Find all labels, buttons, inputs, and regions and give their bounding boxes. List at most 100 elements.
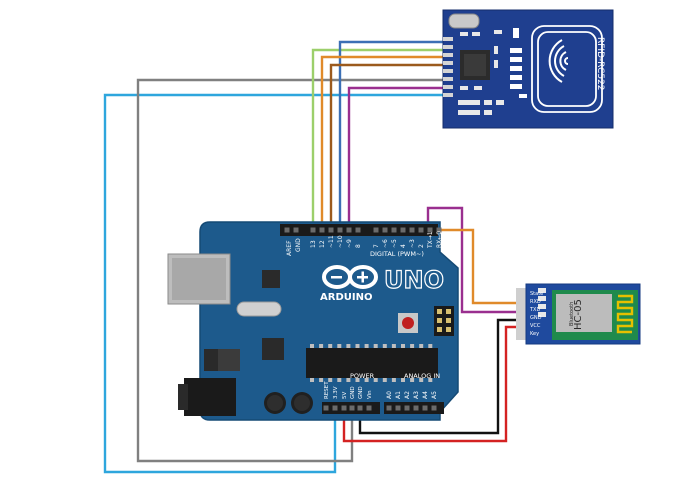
bt-pin-label: State	[530, 291, 543, 297]
digital-pin-label: RX←0	[436, 231, 443, 248]
digital-pin-label: 7	[373, 244, 380, 248]
wire-d13-to-rfid-light-green	[311, 48, 443, 233]
wire-d9-to-rfid-purple	[347, 86, 443, 233]
bt-components	[538, 288, 546, 317]
analog-label: ANALOG IN	[404, 372, 440, 380]
digital-pin-label: 8	[355, 244, 362, 248]
chip-leg	[337, 378, 342, 382]
bt-sublabel: Bluetooth	[569, 302, 575, 326]
wire-rx-to-bt-txd-purple	[426, 206, 520, 314]
chip-leg	[401, 378, 405, 382]
chip-leg	[410, 344, 415, 348]
analog-pin-label: A0	[386, 391, 393, 399]
digital-pin-hole	[310, 227, 316, 233]
chip-leg	[355, 378, 360, 382]
wires	[103, 40, 520, 474]
digital-pin-hole	[409, 227, 415, 233]
chip-leg	[364, 344, 369, 348]
digital-pin-hole	[373, 227, 379, 233]
rfid-components	[458, 30, 504, 115]
small-chip	[262, 338, 284, 360]
wire-d10-to-rfid-brown	[329, 63, 443, 233]
analog-pin-label: A1	[395, 391, 402, 399]
power-pin-label: 5V	[342, 392, 348, 399]
chip-leg	[391, 344, 396, 348]
digital-pin-label: ~11	[328, 235, 335, 248]
chip-leg	[382, 378, 387, 382]
rfid-module: RFID-RC522	[442, 9, 614, 129]
bt-antenna-trace	[616, 294, 634, 334]
rfid-crystal	[448, 13, 480, 29]
digital-pin-hole	[293, 227, 299, 233]
bottom-pin-hole	[422, 405, 428, 411]
digital-pin-hole	[400, 227, 406, 233]
bt-pin-label: RXD	[530, 299, 541, 305]
bottom-pin-hole	[349, 405, 355, 411]
rfid-header-pins	[443, 37, 453, 97]
atmega-chip-legs	[310, 344, 433, 382]
bt-shield	[556, 294, 612, 332]
digital-pin-label: ~3	[409, 239, 416, 248]
crystal-oscillator	[236, 301, 282, 317]
wire-3v3-to-rfid-light-blue	[103, 93, 443, 474]
bottom-pin-hole	[395, 405, 401, 411]
digital-pin-hole	[382, 227, 388, 233]
digital-pin-hole	[284, 227, 290, 233]
bottom-pin-holes	[323, 405, 437, 411]
bottom-pin-hole	[431, 405, 437, 411]
digital-pin-label: ~9	[346, 239, 353, 248]
bottom-pin-hole	[386, 405, 392, 411]
atmega-chip	[306, 348, 438, 378]
chip-leg	[373, 378, 378, 382]
chip-leg	[364, 378, 369, 382]
power-pin-label: Vin	[367, 390, 373, 399]
bt-pin-label: GND	[530, 315, 542, 321]
chip-leg	[391, 378, 396, 382]
rfid-right-components	[510, 28, 527, 98]
reset-button-cap[interactable]	[402, 317, 414, 329]
chip-leg	[319, 344, 324, 348]
digital-pin-hole	[436, 227, 442, 233]
chip-leg	[310, 344, 314, 348]
wire-gnd-to-rfid-gray	[136, 78, 443, 463]
power-pin-label: RESET	[324, 381, 330, 399]
bottom-pin-hole	[366, 405, 372, 411]
digital-pin-label: TX→1	[427, 231, 434, 249]
digital-pin-label: 2	[418, 244, 425, 248]
wire-5v-to-bt-vcc-red	[342, 325, 520, 443]
rfid-label: RFID-RC522	[595, 37, 605, 91]
digital-pin-hole	[346, 227, 352, 233]
bottom-pin-hole	[341, 405, 347, 411]
bottom-pin-hole	[413, 405, 419, 411]
chip-leg	[319, 378, 324, 382]
chip-leg	[419, 344, 424, 348]
digital-label: DIGITAL (PWM~)	[370, 250, 424, 258]
digital-pin-label: ~10	[337, 235, 344, 248]
chip-leg	[419, 378, 424, 382]
digital-pin-hole	[355, 227, 361, 233]
chip-leg	[401, 344, 405, 348]
wire-gnd-to-bt-gnd-black	[358, 318, 520, 435]
bt-pin-label: Key	[530, 331, 539, 337]
digital-pin-holes	[284, 227, 442, 233]
gnd-label: GND	[295, 238, 302, 252]
chip-leg	[428, 344, 433, 348]
power-pin-label: 3.3V	[333, 386, 339, 399]
power-pin-label: GND	[358, 386, 364, 399]
digital-pin-hole	[328, 227, 334, 233]
power-label: POWER	[350, 372, 375, 380]
digital-pin-hole	[337, 227, 343, 233]
uno-model: UNO	[384, 266, 444, 294]
digital-pin-label: ~6	[382, 239, 389, 248]
arduino-logo	[322, 265, 378, 289]
icsp-pins	[437, 309, 451, 332]
bt-model-label: HC-05	[573, 299, 584, 330]
analog-pin-label: A4	[422, 391, 429, 399]
bottom-pin-hole	[357, 405, 363, 411]
